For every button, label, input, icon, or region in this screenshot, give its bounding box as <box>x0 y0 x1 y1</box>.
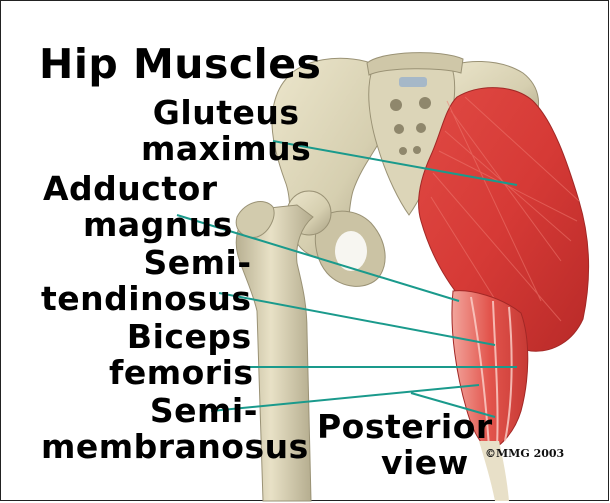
label-adductor-magnus: Adductor magnus <box>43 171 233 243</box>
label-biceps-line2: femoris <box>109 355 254 391</box>
label-semitendinosus-line1: Semi- <box>41 245 252 281</box>
label-semimembranosus-line2: membranosus <box>41 429 309 465</box>
label-semimembranosus: Semi- membranosus <box>53 393 309 465</box>
label-view-line2: view <box>317 445 493 481</box>
label-semitendinosus-line2: tendinosus <box>41 281 252 317</box>
label-adductor-line1: Adductor <box>43 171 233 207</box>
label-biceps-line1: Biceps <box>109 319 254 355</box>
label-view-line1: Posterior <box>317 409 493 445</box>
label-biceps-femoris: Biceps femoris <box>109 319 254 391</box>
label-gluteus-maximus: Gluteus maximus <box>141 95 311 167</box>
label-gluteus-line2: maximus <box>141 131 311 167</box>
label-posterior-view: Posterior view <box>317 409 493 481</box>
label-semimembranosus-line1: Semi- <box>53 393 309 429</box>
diagram-title: Hip Muscles <box>39 44 321 85</box>
copyright-notice: ©MMG 2003 <box>485 447 564 460</box>
label-semitendinosus: Semi- tendinosus <box>41 245 252 317</box>
label-adductor-line2: magnus <box>43 207 233 243</box>
label-gluteus-line1: Gluteus <box>141 95 311 131</box>
